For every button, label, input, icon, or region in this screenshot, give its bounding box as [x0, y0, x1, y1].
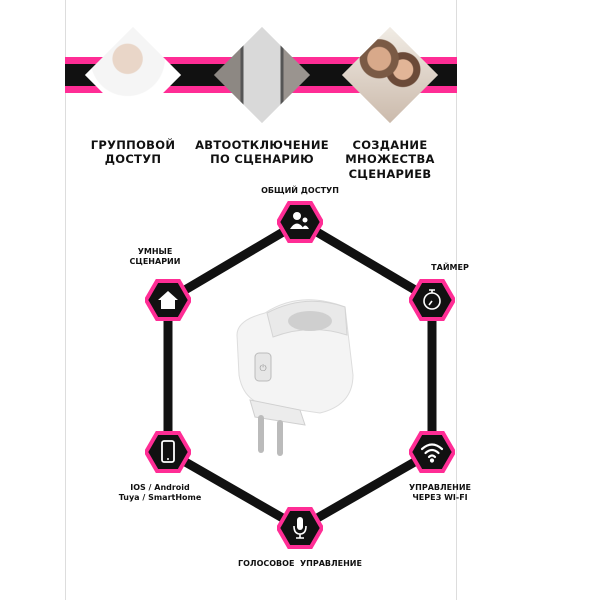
smartphone-icon	[161, 440, 175, 463]
feature-line: ПО СЦЕНАРИЮ	[210, 152, 314, 167]
label-line: СЦЕНАРИИ	[129, 257, 181, 266]
home-icon	[158, 291, 178, 309]
feature-line: СЦЕНАРИЕВ	[348, 166, 432, 181]
label-line: УМНЫЕ	[137, 247, 173, 256]
label-line: ОБЩИЙ ДОСТУП	[261, 186, 339, 195]
label-line: УПРАВЛЕНИЕ	[409, 483, 471, 492]
label-line: ЧЕРЕЗ WI-FI	[412, 493, 468, 502]
label-line: Tuya / SmartHome	[118, 493, 202, 502]
svg-text:⏻: ⏻	[259, 363, 266, 374]
feature-line: АВТООТКЛЮЧЕНИЕ	[195, 138, 329, 152]
feature-line: ДОСТУП	[104, 152, 162, 167]
feature-many-scenarios: СОЗДАНИЕ МНОЖЕСТВА СЦЕНАРИЕВ	[340, 138, 440, 181]
hex-timer	[409, 279, 455, 321]
hex-apps	[145, 431, 191, 473]
feature-auto-off: АВТООТКЛЮЧЕНИЕ ПО СЦЕНАРИЮ	[192, 138, 332, 167]
hex-voice	[277, 507, 323, 549]
feature-line: ГРУППОВОЙ	[90, 138, 176, 152]
wifi-icon	[420, 443, 444, 463]
label-voice: ГОЛОСОВОЕ УПРАВЛЕНИЕ	[220, 559, 380, 569]
microphone-icon	[293, 517, 307, 539]
stopwatch-icon	[423, 289, 441, 310]
feature-group-access: ГРУППОВОЙ ДОСТУП	[83, 138, 183, 167]
feature-line: СОЗДАНИЕ	[352, 138, 428, 152]
users-icon	[290, 212, 309, 229]
label-line: ТАЙМЕР	[431, 263, 469, 272]
label-line: IOS / Android	[130, 483, 190, 492]
page-frame	[65, 0, 457, 600]
feature-line: МНОЖЕСТВА	[345, 152, 435, 167]
label-line: ГОЛОСОВОЕ УПРАВЛЕНИЕ	[238, 559, 362, 568]
smart-plug-image: ⏻	[236, 299, 354, 456]
hex-smart-scenarios	[145, 279, 191, 321]
label-shared-access: ОБЩИЙ ДОСТУП	[240, 186, 360, 196]
hex-wifi	[409, 431, 455, 473]
label-timer: ТАЙМЕР	[400, 263, 500, 273]
power-button	[254, 352, 272, 382]
hex-shared-access	[277, 201, 323, 243]
